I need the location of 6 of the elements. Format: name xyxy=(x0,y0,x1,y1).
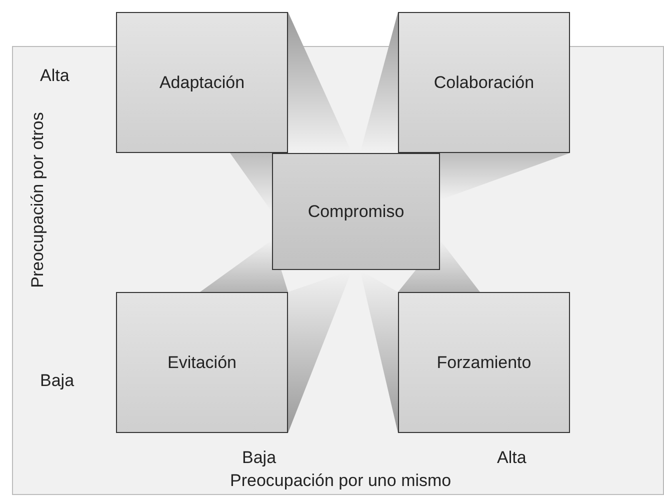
axis-title: Preocupación por uno mismo xyxy=(230,471,452,491)
axis-level-label: Alta xyxy=(40,66,70,86)
axis-title: Preocupación por otros xyxy=(28,112,48,288)
axis-level-label: Baja xyxy=(242,448,276,468)
axis-level-label: Baja xyxy=(40,371,74,391)
axis-level-label: Alta xyxy=(497,448,526,468)
